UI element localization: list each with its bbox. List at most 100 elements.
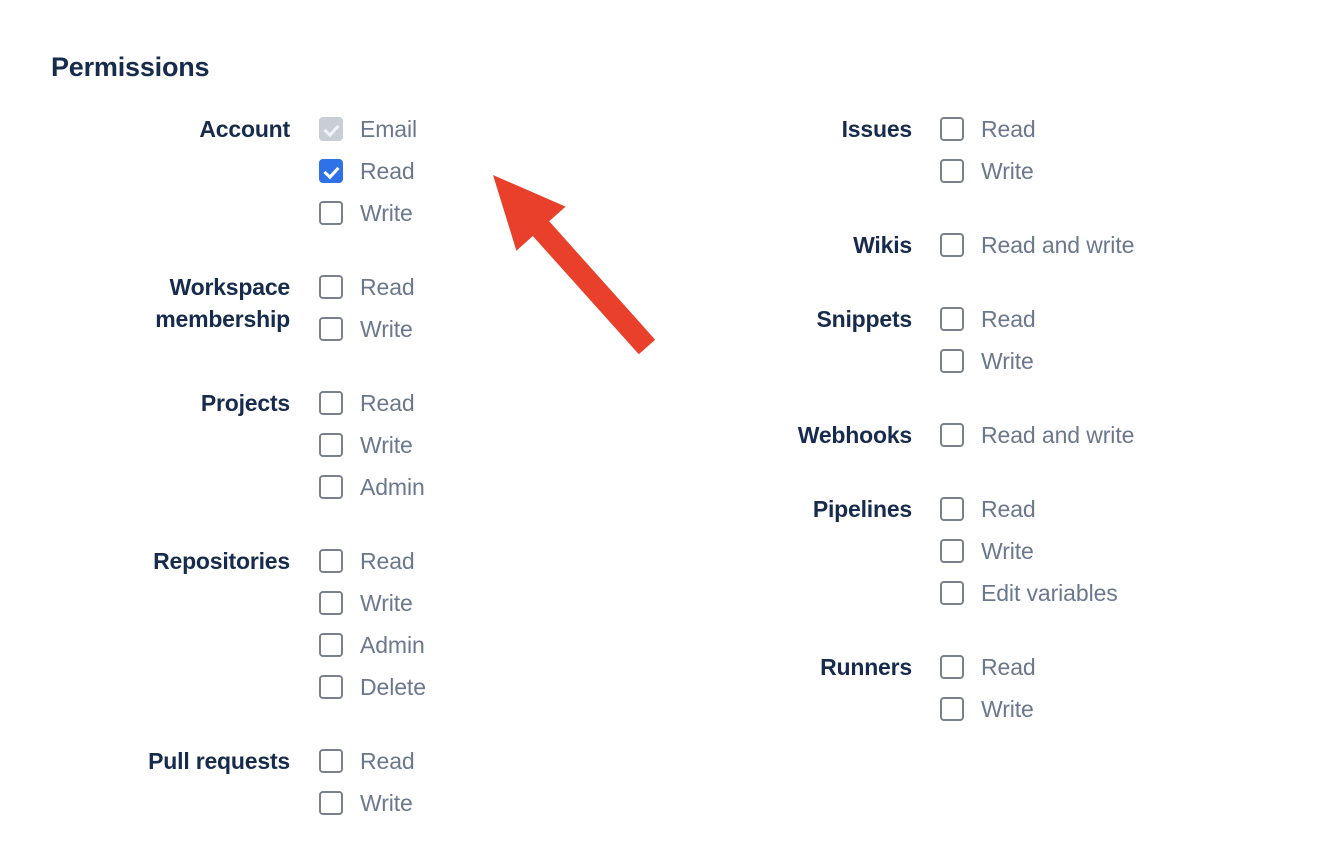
checkbox-repositories-admin[interactable] (319, 633, 343, 657)
option-workspace-membership-read[interactable]: Read (319, 266, 415, 308)
checkbox-account-write[interactable] (319, 201, 343, 225)
checkbox-snippets-write[interactable] (940, 349, 964, 373)
option-label-runners-read: Read (981, 654, 1036, 680)
option-list-webhooks: Read and write (940, 414, 1134, 456)
group-label-pipelines: Pipelines (812, 496, 912, 522)
option-projects-admin[interactable]: Admin (319, 466, 425, 508)
checkbox-issues-write[interactable] (940, 159, 964, 183)
option-label-runners-write: Write (981, 696, 1034, 722)
option-issues-read[interactable]: Read (940, 108, 1036, 150)
group-label-projects: Projects (200, 390, 290, 416)
option-list-wikis: Read and write (940, 224, 1134, 266)
option-label-pull-requests-write: Write (360, 790, 413, 816)
option-webhooks-read-and-write[interactable]: Read and write (940, 414, 1134, 456)
option-label-projects-write: Write (360, 432, 413, 458)
option-issues-write[interactable]: Write (940, 150, 1036, 192)
checkbox-runners-read[interactable] (940, 655, 964, 679)
option-label-projects-read: Read (360, 390, 415, 416)
checkbox-pipelines-read[interactable] (940, 497, 964, 521)
option-label-wikis-read-and-write: Read and write (981, 232, 1135, 258)
checkbox-snippets-read[interactable] (940, 307, 964, 331)
option-account-email[interactable]: Email (319, 108, 417, 150)
checkbox-repositories-delete[interactable] (319, 675, 343, 699)
group-label-webhooks: Webhooks (797, 422, 912, 448)
checkbox-issues-read[interactable] (940, 117, 964, 141)
group-label-runners: Runners (820, 654, 912, 680)
option-runners-write[interactable]: Write (940, 688, 1036, 730)
option-label-repositories-read: Read (360, 548, 415, 574)
option-label-pull-requests-read: Read (360, 748, 415, 774)
checkbox-account-email (319, 117, 343, 141)
option-label-repositories-admin: Admin (360, 632, 425, 658)
option-label-projects-admin: Admin (360, 474, 425, 500)
option-snippets-write[interactable]: Write (940, 340, 1036, 382)
annotation-arrow-shape (493, 175, 656, 355)
option-runners-read[interactable]: Read (940, 646, 1036, 688)
checkbox-projects-write[interactable] (319, 433, 343, 457)
option-repositories-admin[interactable]: Admin (319, 624, 426, 666)
option-label-snippets-read: Read (981, 306, 1036, 332)
checkbox-repositories-read[interactable] (319, 549, 343, 573)
option-label-pipelines-edit-variables: Edit variables (981, 580, 1118, 606)
option-label-account-email: Email (360, 116, 418, 142)
group-label-issues: Issues (841, 116, 913, 142)
group-label-account: Account (199, 116, 290, 142)
permission-group-webhooks: Webhooks Read and write (700, 414, 1135, 456)
page-title: Permissions (51, 52, 210, 82)
option-projects-read[interactable]: Read (319, 382, 425, 424)
checkbox-pipelines-write[interactable] (940, 539, 964, 563)
checkbox-runners-write[interactable] (940, 697, 964, 721)
option-wikis-read-and-write[interactable]: Read and write (940, 224, 1134, 266)
checkbox-projects-read[interactable] (319, 391, 343, 415)
option-pipelines-edit-variables[interactable]: Edit variables (940, 572, 1118, 614)
option-label-issues-write: Write (981, 158, 1034, 184)
checkbox-repositories-write[interactable] (319, 591, 343, 615)
option-pull-requests-write[interactable]: Write (319, 782, 415, 824)
checkbox-pipelines-edit-variables[interactable] (940, 581, 964, 605)
group-label-wikis: Wikis (853, 232, 912, 258)
option-label-pipelines-read: Read (981, 496, 1036, 522)
checkbox-workspace-membership-write[interactable] (319, 317, 343, 341)
checkbox-projects-admin[interactable] (319, 475, 343, 499)
option-workspace-membership-write[interactable]: Write (319, 308, 415, 350)
option-label-repositories-delete: Delete (360, 674, 426, 700)
option-label-repositories-write: Write (360, 590, 413, 616)
option-pipelines-write[interactable]: Write (940, 530, 1118, 572)
group-label-repositories: Repositories (153, 548, 290, 574)
checkbox-webhooks-read-and-write[interactable] (940, 423, 964, 447)
option-label-account-write: Write (360, 200, 413, 226)
option-repositories-delete[interactable]: Delete (319, 666, 426, 708)
option-label-account-read: Read (360, 158, 415, 184)
option-snippets-read[interactable]: Read (940, 298, 1036, 340)
option-label-pipelines-write: Write (981, 538, 1034, 564)
option-repositories-read[interactable]: Read (319, 540, 426, 582)
option-pull-requests-read[interactable]: Read (319, 740, 415, 782)
option-label-issues-read: Read (981, 116, 1036, 142)
checkbox-account-read[interactable] (319, 159, 343, 183)
option-repositories-write[interactable]: Write (319, 582, 426, 624)
option-label-snippets-write: Write (981, 348, 1034, 374)
option-account-read[interactable]: Read (319, 150, 417, 192)
checkbox-wikis-read-and-write[interactable] (940, 233, 964, 257)
checkbox-workspace-membership-read[interactable] (319, 275, 343, 299)
checkbox-pull-requests-write[interactable] (319, 791, 343, 815)
option-pipelines-read[interactable]: Read (940, 488, 1118, 530)
option-account-write[interactable]: Write (319, 192, 417, 234)
option-projects-write[interactable]: Write (319, 424, 425, 466)
checkbox-pull-requests-read[interactable] (319, 749, 343, 773)
group-label-pull-requests: Pull requests (148, 748, 290, 774)
